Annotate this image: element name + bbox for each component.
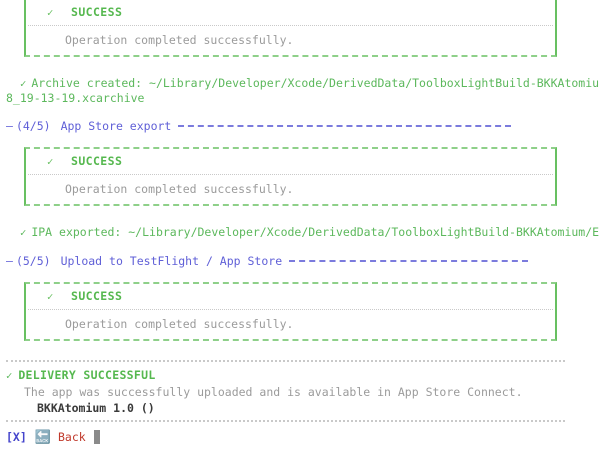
- check-icon: ✓: [47, 291, 54, 303]
- step-dash: —: [6, 119, 13, 133]
- footer-bar: [X] 🔙 Back: [0, 422, 607, 444]
- spacer: [0, 57, 607, 76]
- step-rule: [178, 124, 512, 127]
- spacer: [0, 133, 607, 147]
- success-panel-header: ✓ SUCCESS: [26, 284, 555, 309]
- success-panel-header: ✓ SUCCESS: [26, 149, 555, 174]
- log-line-ipa-exported: ✓ IPA exported: ~/Library/Developer/Xcode…: [0, 225, 607, 240]
- success-panel: ✓ SUCCESS Operation completed successfull…: [24, 282, 557, 341]
- success-panel: ✓ SUCCESS Operation completed successfull…: [24, 147, 557, 206]
- success-panel-header: ✓ SUCCESS: [26, 0, 555, 25]
- delivery-block: ✓ DELIVERY SUCCESSFUL The app was success…: [0, 362, 607, 420]
- step-header-upload-testflight: — (5/5) Upload to TestFlight / App Store: [0, 254, 607, 268]
- success-panel-body: Operation completed successfully.: [65, 33, 294, 47]
- back-shortcut-key[interactable]: [X]: [6, 430, 27, 444]
- delivery-rule-bottom: [6, 420, 565, 422]
- check-icon: ✓: [20, 227, 27, 239]
- panel-divider: [28, 174, 553, 175]
- text-cursor: [93, 430, 100, 444]
- success-panel-title: SUCCESS: [71, 5, 123, 19]
- delivery-app-name: BKKAtomium 1.0 (): [37, 401, 155, 415]
- success-panel-title: SUCCESS: [71, 154, 123, 168]
- step-label: Upload to TestFlight / App Store: [60, 254, 283, 268]
- check-icon: ✓: [6, 370, 13, 382]
- spacer: [0, 341, 607, 360]
- panel-divider: [28, 25, 553, 26]
- step-header-app-store-export: — (4/5) App Store export: [0, 119, 607, 133]
- back-arrow-emoji-icon: 🔙: [34, 429, 51, 445]
- delivery-rule-top: [6, 360, 565, 362]
- step-counter: (5/5): [15, 254, 51, 268]
- delivery-message: The app was successfully uploaded and is…: [24, 385, 523, 399]
- log-line-archive-created-wrap: 8_19-13-19.xcarchive: [6, 91, 145, 105]
- delivery-header: ✓ DELIVERY SUCCESSFUL: [6, 368, 607, 383]
- spacer: [0, 206, 607, 225]
- delivery-title: DELIVERY SUCCESSFUL: [18, 368, 156, 382]
- panel-divider: [28, 309, 553, 310]
- log-line-archive-created: ✓ Archive created: ~/Library/Developer/Xc…: [0, 76, 607, 91]
- success-panel-title: SUCCESS: [71, 289, 123, 303]
- spacer: [0, 105, 607, 119]
- step-rule: [289, 259, 529, 262]
- success-panel-body: Operation completed successfully.: [65, 182, 294, 196]
- log-text: IPA exported: ~/Library/Developer/Xcode/…: [31, 225, 600, 239]
- check-icon: ✓: [20, 78, 27, 90]
- step-label: App Store export: [60, 119, 172, 133]
- success-panel: ✓ SUCCESS Operation completed successfull…: [24, 0, 557, 57]
- spacer: [0, 268, 607, 282]
- back-button-label[interactable]: Back: [57, 430, 86, 444]
- success-panel-body: Operation completed successfully.: [65, 317, 294, 331]
- check-icon: ✓: [47, 7, 54, 19]
- log-text: Archive created: ~/Library/Developer/Xco…: [31, 76, 600, 90]
- step-dash: —: [6, 254, 13, 268]
- check-icon: ✓: [47, 156, 54, 168]
- step-counter: (4/5): [15, 119, 51, 133]
- spacer: [0, 240, 607, 254]
